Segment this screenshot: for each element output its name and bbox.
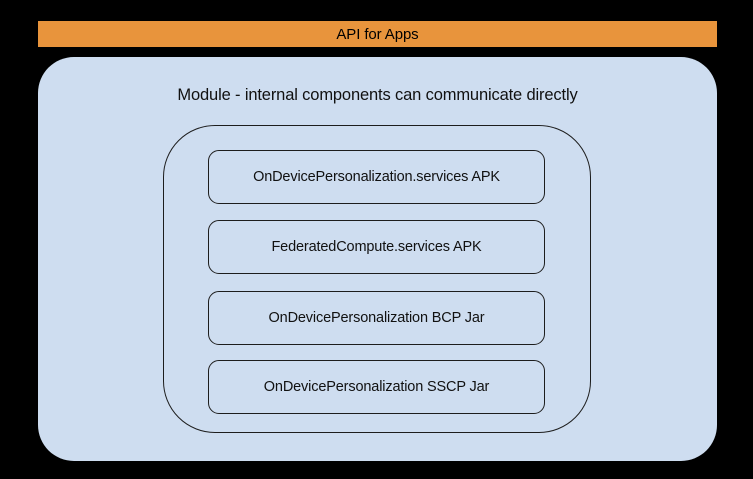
component-box-ondevicepersonalization-bcp-jar: OnDevicePersonalization BCP Jar — [208, 291, 545, 345]
component-box-label: OnDevicePersonalization BCP Jar — [268, 309, 485, 326]
internal-components-group — [163, 125, 591, 433]
component-box-ondevicepersonalization-services-apk: OnDevicePersonalization.services APK — [208, 150, 545, 204]
component-box-label: OnDevicePersonalization.services APK — [253, 168, 500, 185]
component-box-label: FederatedCompute.services APK — [271, 238, 482, 255]
module-panel-caption: Module - internal components can communi… — [177, 86, 578, 104]
module-panel: Module - internal components can communi… — [38, 57, 717, 461]
component-box-ondevicepersonalization-sscp-jar: OnDevicePersonalization SSCP Jar — [208, 360, 545, 414]
api-for-apps-banner-label: API for Apps — [336, 25, 419, 43]
component-box-label: OnDevicePersonalization SSCP Jar — [263, 378, 490, 395]
component-box-federatedcompute-services-apk: FederatedCompute.services APK — [208, 220, 545, 274]
api-for-apps-banner: API for Apps — [38, 21, 717, 47]
